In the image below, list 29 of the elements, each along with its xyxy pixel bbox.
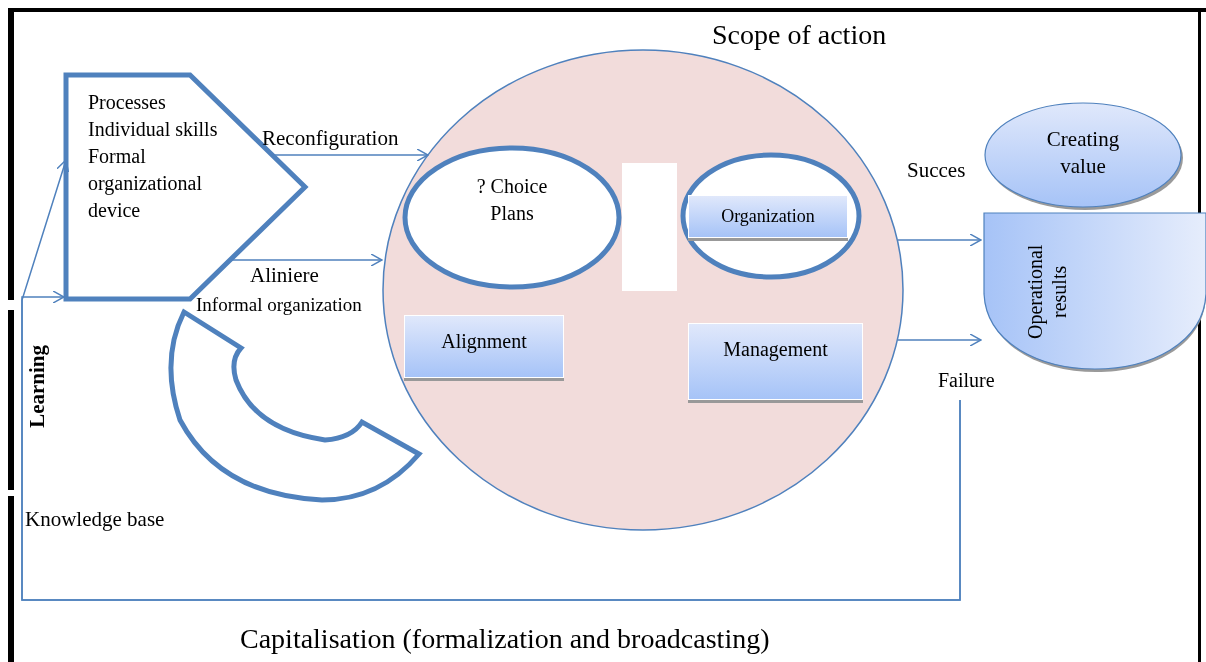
caption-text: Capitalisation (formalization and broadcasting) bbox=[240, 626, 770, 652]
node-text: Management bbox=[723, 337, 828, 363]
arrow bbox=[897, 233, 982, 247]
value-ellipse bbox=[983, 100, 1183, 210]
edge-label: Reconfiguration bbox=[262, 126, 399, 150]
gradient-box bbox=[688, 195, 848, 238]
node-text: ? Choice Plans bbox=[475, 174, 549, 226]
outline-ellipse bbox=[680, 152, 862, 280]
node-text: Processes bbox=[88, 90, 167, 115]
annotation-text: Succes bbox=[907, 157, 966, 183]
arrow bbox=[21, 290, 961, 601]
node-text: Formal organizational device bbox=[88, 144, 204, 223]
node-text: Creating value bbox=[1045, 126, 1121, 180]
annotation-text: Knowledge base bbox=[25, 506, 165, 532]
axis-label: Learning bbox=[24, 345, 50, 428]
circle-title: Scope of action bbox=[712, 18, 887, 52]
blank-box bbox=[622, 163, 677, 291]
annotation-text: Informal organization bbox=[196, 293, 362, 317]
node-text: Organization bbox=[721, 205, 815, 228]
arrow bbox=[231, 253, 383, 267]
outline-ellipse bbox=[402, 145, 622, 290]
node-text: Individual skills bbox=[88, 117, 219, 142]
annotation-text: Failure bbox=[938, 368, 995, 393]
edge-label: Aliniere bbox=[250, 263, 319, 287]
node-text: Alignment bbox=[441, 329, 527, 355]
gradient-box bbox=[688, 323, 863, 400]
arrow bbox=[897, 333, 982, 347]
gradient-box bbox=[404, 315, 564, 378]
node-text: Operational results bbox=[1023, 243, 1071, 342]
